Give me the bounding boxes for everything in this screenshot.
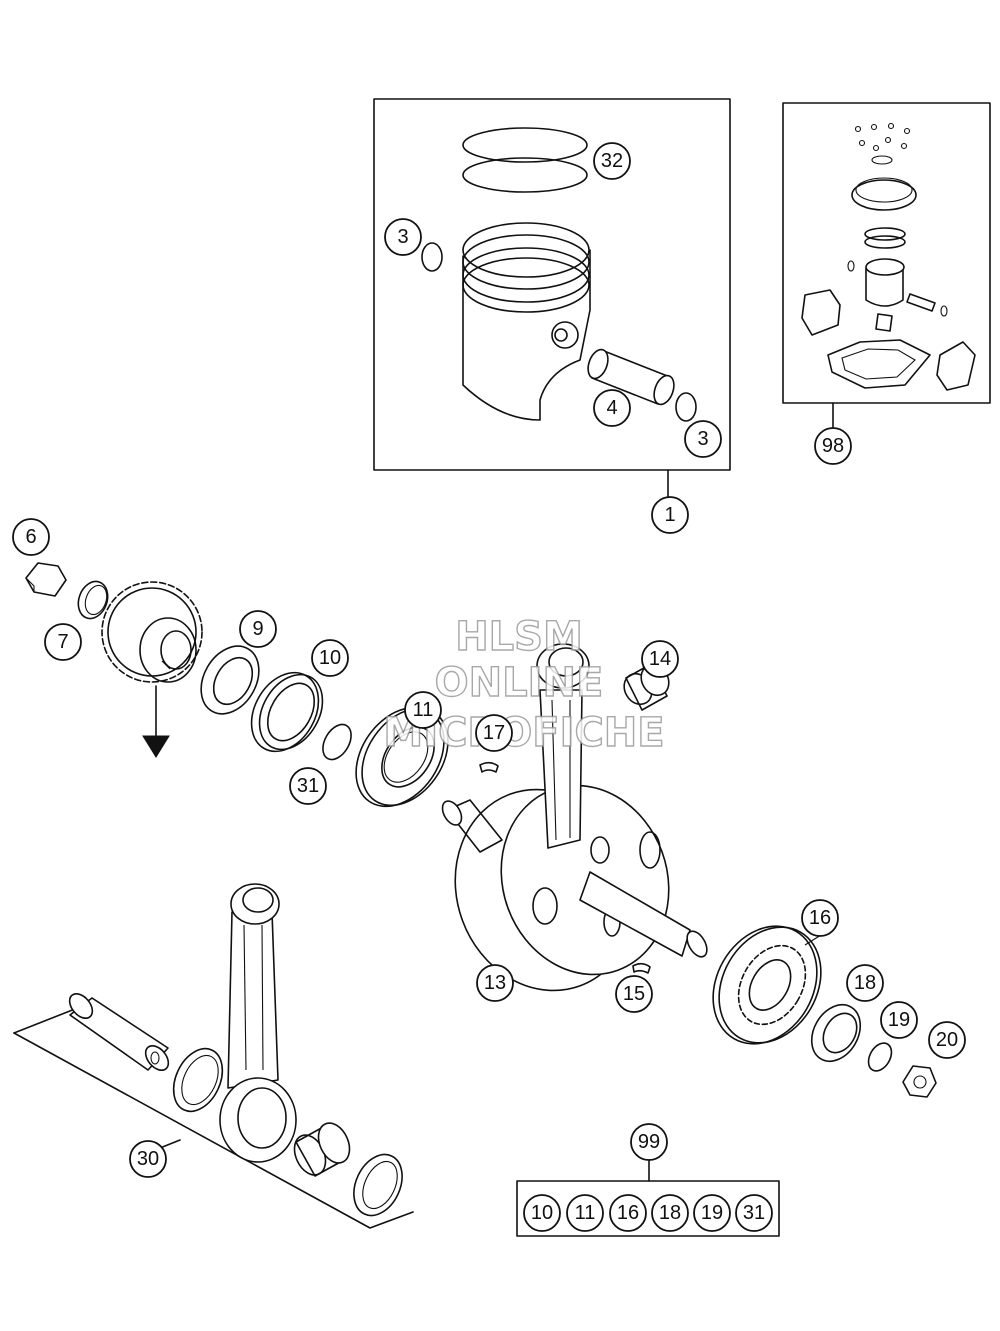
callout-98[interactable]: 98 (814, 427, 852, 465)
spacer-ring-drawing (200, 645, 260, 715)
thrust-washer-right-drawing (353, 1153, 403, 1217)
piston-drawing (462, 222, 591, 421)
connecting-rod-drawing (219, 883, 297, 1163)
callout-3-right-label: 3 (697, 428, 708, 450)
callout-31-label: 31 (297, 775, 319, 797)
callout-16[interactable]: 16 (801, 899, 839, 937)
callout-17[interactable]: 17 (475, 714, 513, 752)
shaft-seal-right-drawing (810, 1003, 862, 1063)
callout-14-label: 14 (649, 648, 671, 670)
watermark-line2: ONLINE (435, 660, 604, 706)
callout-14[interactable]: 14 (641, 640, 679, 678)
kit-item-11[interactable]: 11 (566, 1194, 604, 1232)
callout-31[interactable]: 31 (289, 767, 327, 805)
callout-20[interactable]: 20 (928, 1021, 966, 1059)
thrust-washer-left-drawing (172, 1047, 224, 1113)
callout-11[interactable]: 11 (404, 691, 442, 729)
piston-rings-drawing (462, 127, 588, 193)
callout-30[interactable]: 30 (129, 1140, 167, 1178)
callout-98-label: 98 (822, 435, 844, 457)
kit-item-16-label: 16 (617, 1202, 639, 1224)
callout-20-label: 20 (936, 1029, 958, 1051)
kit-item-19-label: 19 (701, 1202, 723, 1224)
callout-13-label: 13 (484, 972, 506, 994)
callout-32[interactable]: 32 (593, 142, 631, 180)
kit-item-31[interactable]: 31 (735, 1194, 773, 1232)
gasket-kit-parts-drawing (801, 122, 976, 391)
o-ring-drawing (322, 723, 352, 761)
callout-9[interactable]: 9 (239, 610, 277, 648)
lock-washer-drawing (77, 580, 109, 620)
callout-10[interactable]: 10 (311, 639, 349, 677)
callout-30-label: 30 (137, 1148, 159, 1170)
callout-10-label: 10 (319, 647, 341, 669)
callout-11-label: 11 (413, 699, 434, 721)
kit-item-16[interactable]: 16 (609, 1194, 647, 1232)
kit-item-11-label: 11 (575, 1202, 596, 1224)
callout-19-label: 19 (888, 1009, 910, 1031)
connecting-rod-upper-drawing (536, 643, 590, 849)
kit-item-31-label: 31 (743, 1202, 765, 1224)
circlip-left-drawing (421, 242, 443, 272)
piston-pin-drawing (587, 348, 675, 406)
bearing-kit-group (516, 1159, 780, 1237)
callout-3-left[interactable]: 3 (384, 218, 422, 256)
conrod-kit-group (13, 883, 414, 1229)
callout-13[interactable]: 13 (476, 964, 514, 1002)
watermark: HLSM ONLINE MICROFICHE (383, 613, 666, 756)
callout-3-right[interactable]: 3 (684, 420, 722, 458)
callout-16-label: 16 (809, 907, 831, 929)
callout-19[interactable]: 19 (880, 1001, 918, 1039)
primary-gear-drawing (101, 581, 203, 683)
callout-99[interactable]: 99 (630, 1123, 668, 1161)
big-end-bearing-drawing (293, 1122, 351, 1177)
bearing-right-drawing (712, 925, 822, 1045)
callout-3-left-label: 3 (397, 226, 408, 248)
kit-item-18[interactable]: 18 (651, 1194, 689, 1232)
kit-item-10-label: 10 (531, 1202, 553, 1224)
callout-15-label: 15 (623, 983, 645, 1005)
callout-1-label: 1 (664, 504, 675, 526)
hex-nut-drawing (25, 562, 67, 597)
drop-arrow (142, 685, 170, 758)
callout-18[interactable]: 18 (846, 964, 884, 1002)
woodruff-key-left-drawing (479, 761, 499, 773)
crank-pin-drawing (68, 993, 170, 1071)
callout-15[interactable]: 15 (615, 975, 653, 1013)
callout-9-label: 9 (252, 618, 263, 640)
gasket-kit-frame (782, 102, 991, 404)
callout-18-label: 18 (854, 972, 876, 994)
piston-kit-frame (373, 98, 731, 471)
callout-6[interactable]: 6 (12, 518, 50, 556)
shaft-seal-drawing (250, 671, 324, 753)
nut-right-drawing (902, 1065, 937, 1098)
kit-item-10[interactable]: 10 (523, 1194, 561, 1232)
kit-item-18-label: 18 (659, 1202, 681, 1224)
bearing-kit-frame (516, 1180, 780, 1237)
callout-7-label: 7 (57, 631, 68, 653)
watermark-line1: HLSM (455, 614, 583, 660)
piston-kit-group (373, 98, 731, 498)
callout-7[interactable]: 7 (44, 623, 82, 661)
kit-item-19[interactable]: 19 (693, 1194, 731, 1232)
callout-4-label: 4 (606, 397, 617, 419)
callout-32-label: 32 (601, 150, 623, 172)
callout-99-label: 99 (638, 1131, 660, 1153)
callout-6-label: 6 (25, 526, 36, 548)
gasket-kit-group (782, 102, 991, 429)
washer-right-drawing (867, 1042, 893, 1072)
callout-17-label: 17 (483, 722, 505, 744)
callout-1[interactable]: 1 (651, 496, 689, 534)
circlip-right-drawing (675, 392, 697, 422)
callout-4[interactable]: 4 (593, 389, 631, 427)
